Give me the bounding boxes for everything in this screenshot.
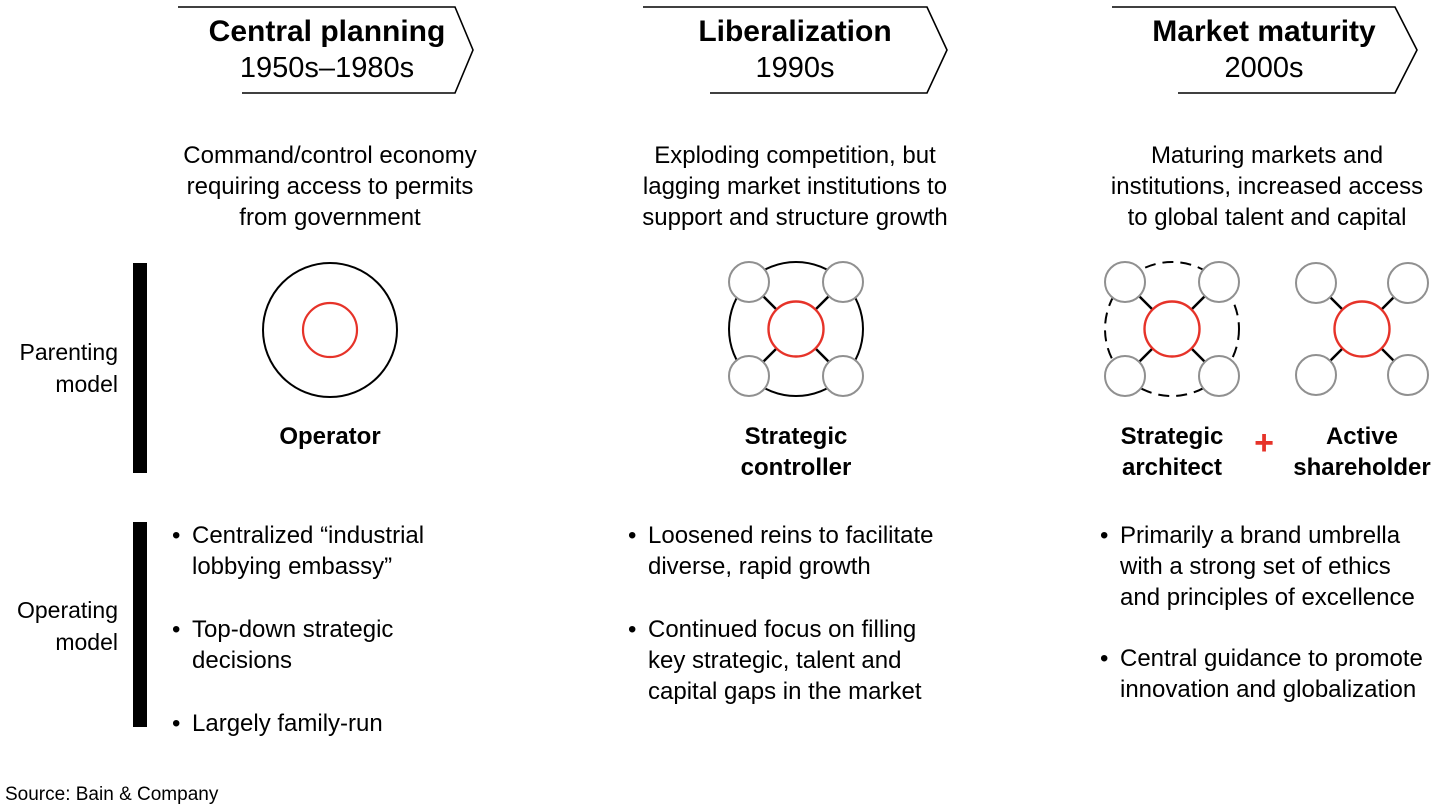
- bullet-icon: •: [628, 616, 637, 643]
- era-period: 2000s: [1224, 52, 1304, 84]
- era-title: Liberalization: [698, 15, 892, 48]
- row-label-parenting-model: Parenting model: [19, 339, 118, 397]
- era-banner-market-maturity: Market maturity 2000s: [1119, 7, 1409, 93]
- list-item: • Top-down strategic decisions: [172, 614, 494, 676]
- model-label-strategic-architect: Strategic architect: [1120, 423, 1224, 481]
- list-item: • Primarily a brand umbrella with a stro…: [1100, 520, 1430, 613]
- era-title: Central planning: [208, 15, 446, 48]
- model-label-operator: Operator: [279, 423, 381, 450]
- plus-sign: +: [1254, 424, 1274, 462]
- operator-outer-circle-icon: [262, 262, 398, 398]
- parenting-model-bar: [133, 263, 147, 473]
- bullet-icon: •: [172, 616, 181, 643]
- bullet-text: Primarily a brand umbrella with a strong…: [1120, 522, 1415, 611]
- era-period: 1950s–1980s: [239, 52, 415, 84]
- bullet-text: Loosened reins to facilitate diverse, ra…: [648, 522, 934, 580]
- source-note: Source: Bain & Company: [5, 784, 219, 805]
- bullet-icon: •: [172, 522, 181, 549]
- strategic-architect-diagram: [1104, 261, 1240, 397]
- list-item: • Largely family-run: [172, 708, 494, 739]
- architect-satellite-circles-icon: [1104, 261, 1240, 397]
- operator-core-circle-icon: [301, 301, 359, 359]
- operating-bullets-column-2: • Loosened reins to facilitate diverse, …: [628, 520, 960, 707]
- bullet-icon: •: [628, 522, 637, 549]
- shareholder-satellite-circles-icon: [1295, 262, 1429, 396]
- era-banner-liberalization: Liberalization 1990s: [650, 7, 940, 93]
- controller-boundary-circle-icon: [728, 261, 864, 397]
- controller-hub-circle-icon: [767, 300, 825, 358]
- operator-diagram: [262, 262, 398, 398]
- bullet-text: Continued focus on filling key strategic…: [648, 616, 922, 705]
- chevron-banner-2: [643, 6, 948, 94]
- era-period: 1990s: [755, 52, 835, 84]
- shareholder-hub-circle-icon: [1333, 300, 1391, 358]
- operating-bullets-column-3: • Primarily a brand umbrella with a stro…: [1100, 520, 1430, 705]
- row-label-operating-model: Operating model: [16, 597, 118, 655]
- era-banner-central-planning: Central planning 1950s–1980s: [182, 7, 472, 93]
- bullet-icon: •: [1100, 645, 1109, 672]
- bullet-icon: •: [1100, 522, 1109, 549]
- strategic-controller-diagram: [728, 261, 864, 397]
- controller-satellite-circles-icon: [728, 261, 864, 397]
- active-shareholder-diagram: [1295, 262, 1429, 396]
- era-title: Market maturity: [1152, 15, 1376, 48]
- era-description-3: Maturing markets and institutions, incre…: [1110, 142, 1424, 231]
- bullet-icon: •: [172, 710, 181, 737]
- list-item: • Central guidance to promote innovation…: [1100, 643, 1430, 705]
- bullet-text: Central guidance to promote innovation a…: [1120, 645, 1423, 703]
- era-description-2: Exploding competition, but lagging marke…: [642, 142, 948, 231]
- architect-dashed-boundary-circle-icon: [1104, 261, 1240, 397]
- architect-hub-circle-icon: [1143, 300, 1201, 358]
- list-item: • Continued focus on filling key strateg…: [628, 614, 960, 707]
- model-label-strategic-controller: Strategic controller: [740, 423, 852, 481]
- model-label-active-shareholder: Active shareholder: [1293, 423, 1431, 481]
- bullet-text: Top-down strategic decisions: [192, 616, 394, 674]
- bullet-text: Centralized “industrial lobbying embassy…: [192, 522, 425, 580]
- operating-model-bar: [133, 522, 147, 727]
- chevron-banner-1: [178, 6, 474, 94]
- list-item: • Centralized “industrial lobbying embas…: [172, 520, 494, 582]
- era-description-1: Command/control economy requiring access…: [183, 142, 477, 231]
- list-item: • Loosened reins to facilitate diverse, …: [628, 520, 960, 582]
- chevron-banner-3: [1112, 6, 1418, 94]
- bullet-text: Largely family-run: [192, 710, 383, 737]
- operating-bullets-column-1: • Centralized “industrial lobbying embas…: [172, 520, 494, 739]
